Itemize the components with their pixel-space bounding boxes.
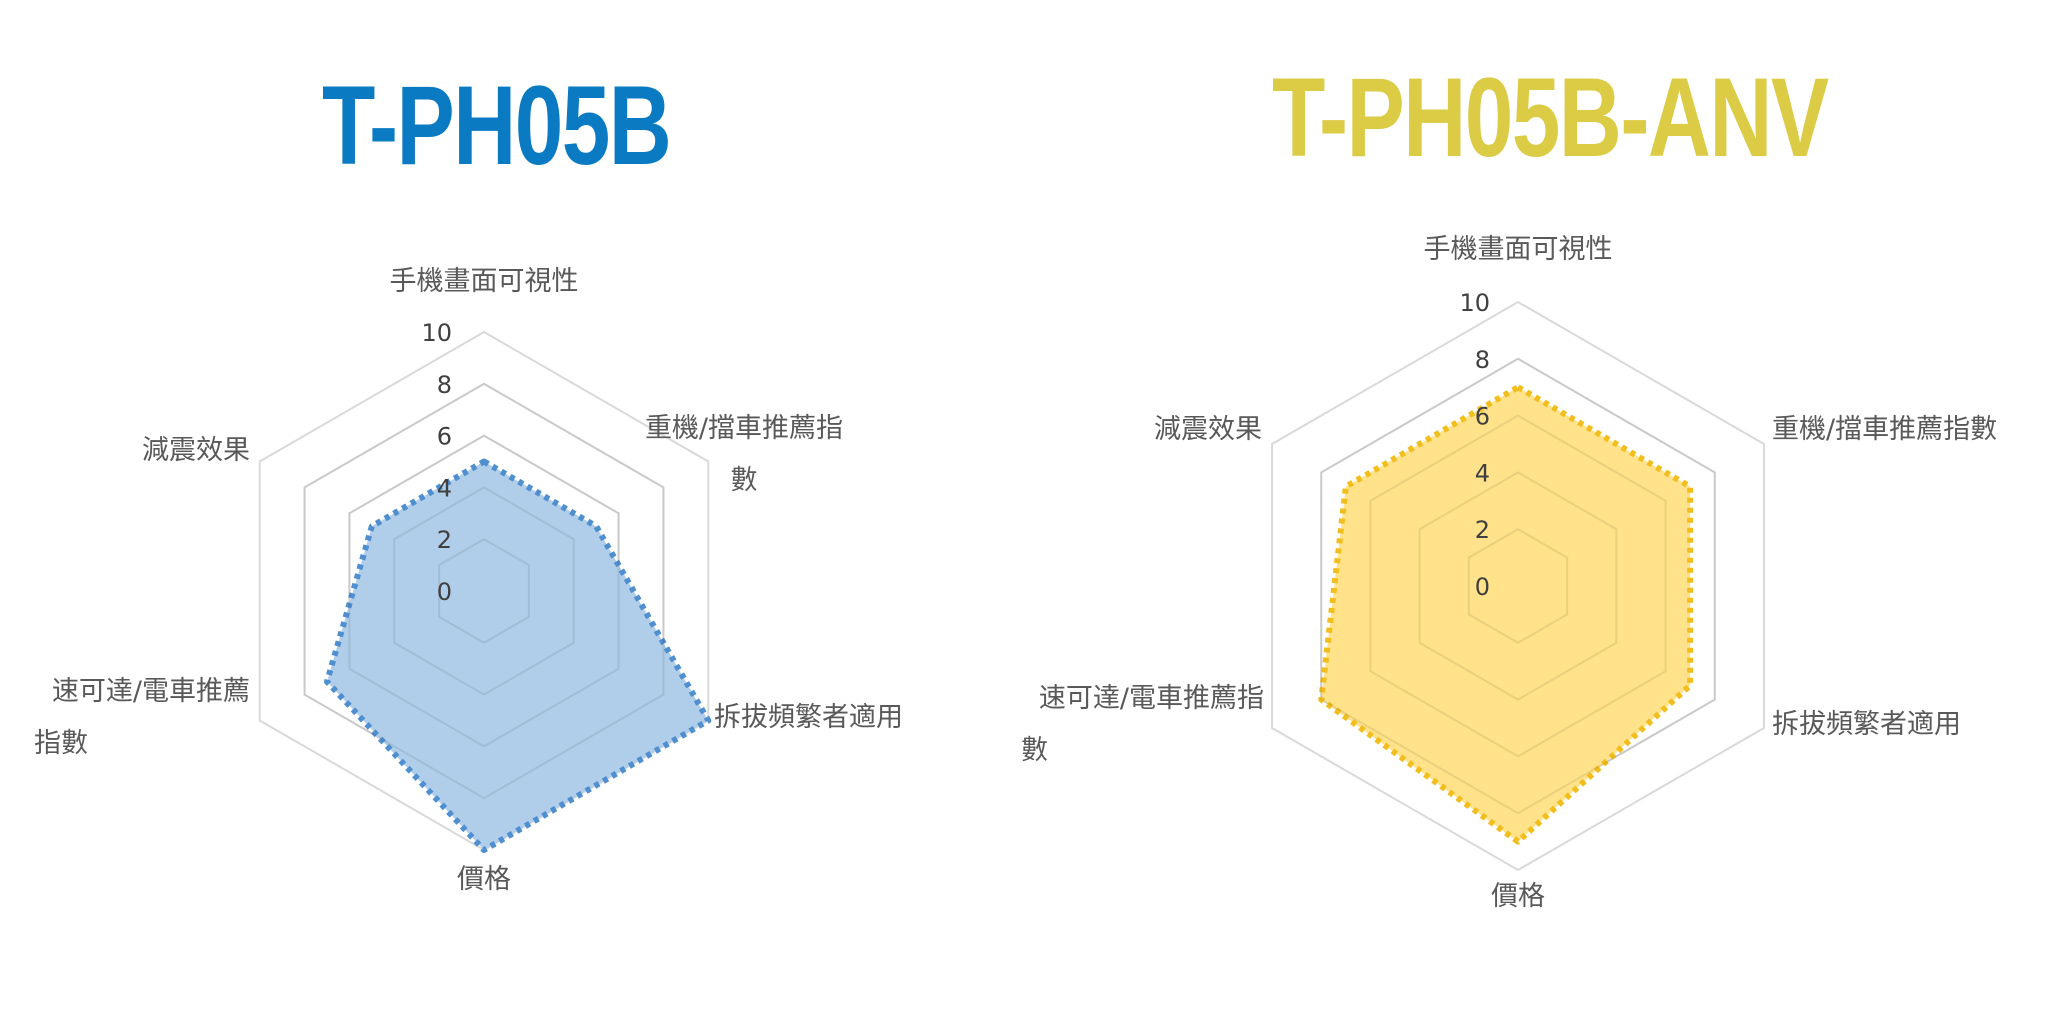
grid-ring [1271,300,1765,872]
series-area [323,458,712,853]
grid-ring-overlay [1418,471,1618,701]
tick-label: 4 [437,474,452,502]
grid-ring-overlay [1467,528,1569,644]
axis-category-label: 減震效果 [1154,414,1262,445]
chart-title-left: T-PH05B [322,63,672,188]
axis-category-label: 拆拔頻繁者適用 [1772,709,1961,740]
tick-label: 0 [1475,573,1490,601]
tick-label: 2 [1475,516,1490,544]
axis-category-label: 價格 [1491,881,1545,912]
tick-label: 10 [421,319,452,347]
chart-title-right: T-PH05B-ANV [1272,55,1829,180]
grid-ring-overlay [1369,414,1667,758]
axis-category-label: 速可達/電車推薦 [52,676,250,707]
tick-label: 8 [437,371,452,399]
grid-ring-overlay [438,538,530,644]
grid-ring-overlay [1320,357,1716,815]
tick-label: 4 [1475,459,1490,487]
grid-ring-overlay [393,486,575,696]
tick-label: 6 [1475,403,1490,431]
grid-ring-overlay [348,434,620,748]
tick-label: 6 [437,423,452,451]
axis-category-label: 速可達/電車推薦指 [1039,683,1264,714]
axis-category-label: 手機畫面可視性 [1424,234,1613,265]
axis-category-label: 指數 [34,728,88,759]
tick-label: 0 [437,578,452,606]
series-area [1318,384,1694,845]
tick-label: 10 [1459,289,1490,317]
axis-category-label: 數 [731,465,758,496]
axis-category-label: 重機/擋車推薦指 [645,413,843,444]
tick-label: 8 [1475,346,1490,374]
axis-category-label: 減震效果 [142,435,250,466]
axis-category-label: 價格 [457,864,511,895]
axis-category-label: 數 [1021,735,1048,766]
axis-category-label: 重機/擋車推薦指數 [1772,414,1997,445]
tick-label: 2 [437,526,452,554]
axis-category-label: 手機畫面可視性 [390,266,579,297]
axis-category-label: 拆拔頻繁者適用 [714,702,903,733]
grid-ring-overlay [303,382,665,800]
